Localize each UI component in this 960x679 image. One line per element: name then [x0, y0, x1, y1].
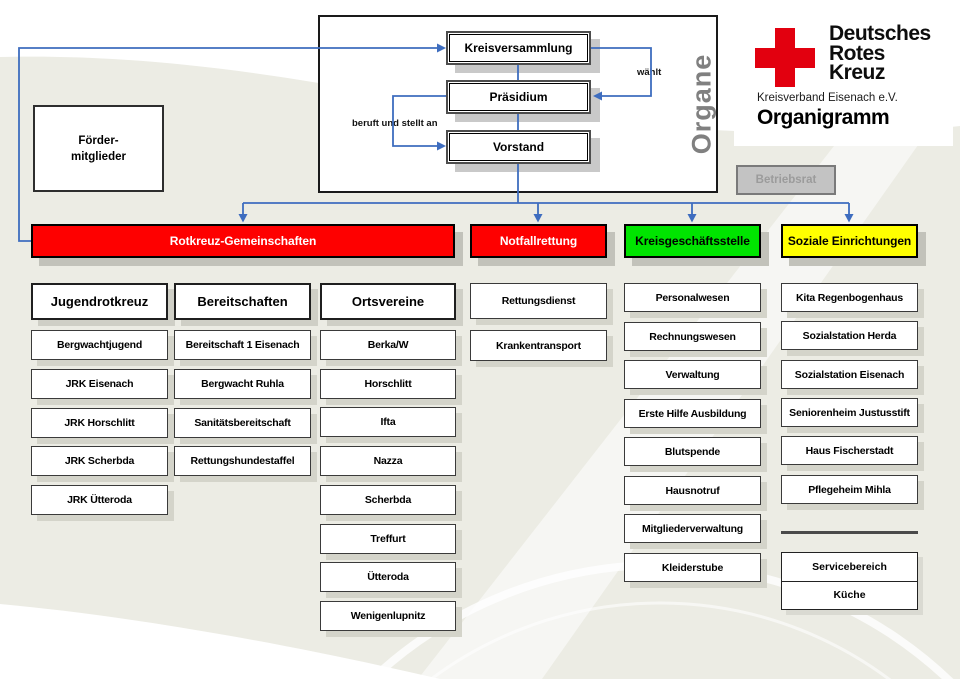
- department-soziale-einrichtungen: Soziale Einrichtungen: [781, 224, 918, 258]
- org-unit-box: JRK Scherbda: [31, 446, 168, 476]
- edge-label-waehlt: wählt: [637, 67, 662, 78]
- org-unit-box: Sozialstation Herda: [781, 321, 918, 350]
- org-unit-box: Erste Hilfe Ausbildung: [624, 399, 761, 428]
- service-divider-line: [781, 531, 918, 534]
- org-node-praesidium: Präsidium: [446, 80, 591, 114]
- org-unit-box: Kleiderstube: [624, 553, 761, 582]
- org-unit-box: Treffurt: [320, 524, 456, 554]
- org-unit-box: Bereitschaft 1 Eisenach: [174, 330, 311, 360]
- org-unit-box: Servicebereich: [782, 553, 917, 582]
- foerdermitglieder-box: Förder- mitglieder: [33, 105, 164, 192]
- org-unit-box: Horschlitt: [320, 369, 456, 399]
- department-kreisgeschaeftsstelle: Kreisgeschäftsstelle: [624, 224, 761, 258]
- department-notfallrettung: Notfallrettung: [470, 224, 607, 258]
- org-unit-box: Krankentransport: [470, 330, 607, 361]
- org-unit-box: Nazza: [320, 446, 456, 476]
- brand-subtitle: Kreisverband Eisenach e.V.: [757, 92, 898, 104]
- org-unit-box: Personalwesen: [624, 283, 761, 312]
- edge-label-beruft-und-stellt-an: beruft und stellt an: [352, 118, 438, 129]
- org-unit-box: JRK Horschlitt: [31, 408, 168, 438]
- org-unit-box: Berka/W: [320, 330, 456, 360]
- org-unit-box: Haus Fischerstadt: [781, 436, 918, 465]
- org-unit-box: Rechnungswesen: [624, 322, 761, 351]
- page-title: Organigramm: [757, 106, 890, 129]
- org-unit-box: JRK Ütteroda: [31, 485, 168, 515]
- foerdermitglieder-line1: Förder-: [78, 134, 119, 147]
- drk-logo-panel: Deutsches Rotes Kreuz Kreisverband Eisen…: [734, 14, 953, 146]
- org-node-kreisversammlung: Kreisversammlung: [446, 31, 591, 65]
- brand-name: Deutsches Rotes Kreuz: [829, 22, 931, 84]
- org-unit-box: Bergwacht Ruhla: [174, 369, 311, 399]
- org-unit-box: Rettungshundestaffel: [174, 446, 311, 476]
- org-unit-box: Küche: [833, 589, 866, 602]
- betriebsrat-box: Betriebsrat: [736, 165, 836, 195]
- org-unit-box: JRK Eisenach: [31, 369, 168, 399]
- org-node-vorstand: Vorstand: [446, 130, 591, 164]
- org-unit-box: Rettungsdienst: [470, 283, 607, 319]
- column-header-bereitschaften: Bereitschaften: [174, 283, 311, 320]
- org-unit-box: Kita Regenbogenhaus: [781, 283, 918, 312]
- org-unit-box: Sozialstation Eisenach: [781, 360, 918, 389]
- column-header-jugendrotkreuz: Jugendrotkreuz: [31, 283, 168, 320]
- org-unit-box: Pflegeheim Mihla: [781, 475, 918, 504]
- org-unit-box: Wenigenlupnitz: [320, 601, 456, 631]
- org-unit-box: Seniorenheim Justusstift: [781, 398, 918, 427]
- foerdermitglieder-line2: mitglieder: [71, 150, 126, 163]
- org-unit-box: Blutspende: [624, 437, 761, 466]
- organe-section-label: Organe: [686, 53, 717, 155]
- department-rotkreuz-gemeinschaften: Rotkreuz-Gemeinschaften: [31, 224, 455, 258]
- column-header-ortsvereine: Ortsvereine: [320, 283, 456, 320]
- org-unit-box: Ütteroda: [320, 562, 456, 592]
- org-unit-box: Sanitätsbereitschaft: [174, 408, 311, 438]
- org-unit-box: Ifta: [320, 407, 456, 437]
- org-unit-box: Verwaltung: [624, 360, 761, 389]
- org-unit-box: Mitgliederverwaltung: [624, 514, 761, 543]
- org-unit-box: Bergwachtjugend: [31, 330, 168, 360]
- org-unit-box: Hausnotruf: [624, 476, 761, 505]
- org-unit-box: Scherbda: [320, 485, 456, 515]
